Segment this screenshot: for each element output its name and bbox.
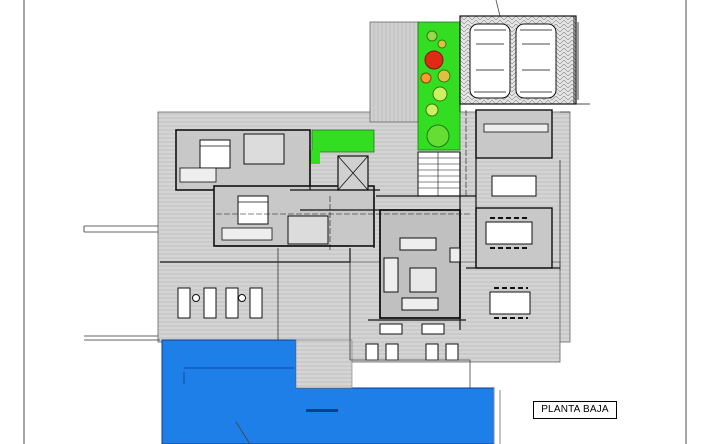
kitchen-island	[491, 175, 537, 197]
stair	[417, 151, 461, 197]
tree	[437, 69, 451, 83]
garden-bed	[310, 150, 320, 164]
bench	[421, 323, 445, 335]
bench	[379, 323, 403, 335]
armchair	[449, 247, 461, 263]
pool-edge	[493, 388, 501, 444]
sofa	[383, 257, 399, 293]
axis-lines	[216, 110, 470, 250]
elevator-cross	[337, 155, 369, 191]
step-edge	[235, 0, 501, 444]
stair-treads	[418, 152, 460, 196]
dining-table	[485, 221, 533, 245]
tree	[432, 86, 448, 102]
side-table	[192, 294, 200, 302]
garage-dim	[459, 16, 590, 112]
pool-dim-line	[183, 367, 294, 384]
kitchen	[475, 109, 553, 159]
car-details	[520, 29, 552, 93]
lounger	[177, 287, 191, 319]
car	[515, 23, 557, 99]
pool-deck-strip	[295, 339, 353, 389]
closet	[221, 227, 273, 241]
side-table	[238, 294, 246, 302]
bathroom-1	[243, 133, 285, 165]
bed	[199, 139, 231, 169]
pool-marker	[306, 409, 338, 412]
lounger	[203, 287, 217, 319]
car-details	[474, 29, 506, 93]
tree	[420, 72, 432, 84]
sofa	[401, 297, 439, 311]
outdoor-chairs	[494, 287, 528, 319]
tree	[424, 50, 444, 70]
tree	[425, 103, 439, 117]
outdoor-table	[489, 291, 531, 315]
coffee-table	[409, 267, 437, 293]
car	[469, 23, 511, 99]
drawing-title-label: PLANTA BAJA	[533, 401, 617, 419]
chair	[385, 343, 399, 361]
drawing-frame	[23, 0, 687, 444]
dining-chairs	[490, 217, 528, 249]
closet	[179, 167, 217, 183]
chair	[425, 343, 439, 361]
bathroom-2	[287, 215, 329, 245]
terrace-edge	[350, 359, 471, 388]
kitchen-counter	[483, 123, 549, 133]
chair	[365, 343, 379, 361]
tree	[426, 30, 438, 42]
garden-bed	[311, 129, 375, 153]
tree	[426, 124, 450, 148]
lounger	[225, 287, 239, 319]
lounger	[249, 287, 263, 319]
tree	[437, 39, 447, 49]
bed	[237, 195, 269, 225]
chair	[445, 343, 459, 361]
sofa	[399, 237, 437, 251]
structural-lines	[83, 111, 570, 360]
entry-path	[369, 21, 419, 123]
